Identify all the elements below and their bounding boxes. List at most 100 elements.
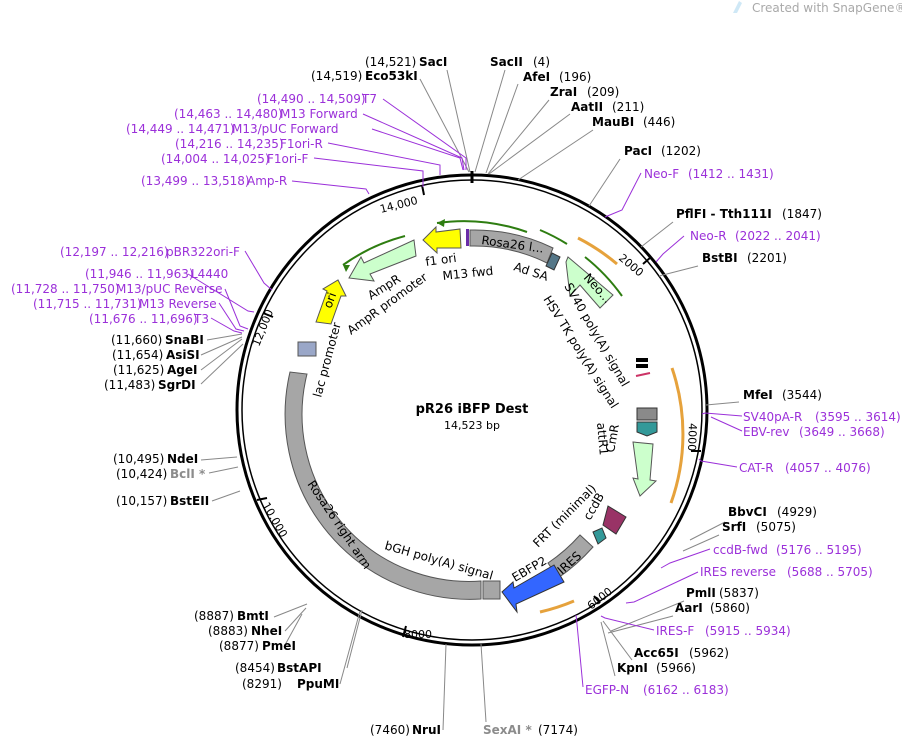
primer-l4440[interactable]: L4440: [191, 267, 228, 281]
enzyme-pmli-pos: (5837): [719, 586, 759, 600]
primer-t7-pos: (14,490 .. 14,509): [257, 92, 366, 106]
feature-neo[interactable]: [565, 256, 614, 309]
enzyme-agei[interactable]: AgeI: [167, 363, 197, 377]
label-ori: ori: [321, 291, 339, 310]
orf-arc-1: [577, 236, 618, 266]
arc-neo: [584, 256, 623, 297]
enzyme-asisi[interactable]: AsiSI: [166, 348, 200, 362]
primer-iresf[interactable]: IRES-F: [656, 624, 694, 638]
feature-polya-mark-2: [636, 364, 648, 368]
enzyme-saci-pos: (14,521): [365, 55, 416, 69]
primer-f1orif[interactable]: F1ori-F: [267, 152, 308, 166]
enzyme-snabi[interactable]: SnaBI: [165, 333, 204, 347]
feature-ccdb[interactable]: [602, 505, 627, 535]
plasmid-length: 14,523 bp: [444, 419, 500, 432]
label-rosa26-left: Rosa26 l...: [481, 233, 545, 256]
enzyme-bcli[interactable]: BclI *: [170, 467, 206, 481]
feature-ampr[interactable]: [348, 239, 417, 282]
plasmid-name: pR26 iBFP Dest: [416, 402, 529, 417]
enzyme-acc65i[interactable]: Acc65I: [634, 646, 679, 660]
enzyme-bmti[interactable]: BmtI: [237, 609, 269, 623]
arc-ampr-outer: [342, 235, 406, 266]
enzyme-srfi[interactable]: SrfI: [722, 520, 746, 534]
primer-m13fwd[interactable]: M13 Forward: [280, 107, 358, 121]
enzyme-sgrdi[interactable]: SgrDI: [158, 378, 196, 392]
primer-ebvrev[interactable]: EBV-rev: [743, 425, 789, 439]
primer-catr[interactable]: CAT-R: [739, 461, 774, 475]
feature-ori[interactable]: [315, 279, 347, 325]
enzyme-snabi-pos: (11,660): [111, 333, 162, 347]
feature-ebfp2[interactable]: [501, 564, 565, 614]
primer-ampr[interactable]: Amp-R: [247, 174, 287, 188]
watermark: Created with SnapGene®: [733, 1, 902, 15]
primer-neor-pos: (2022 .. 2041): [735, 229, 821, 243]
feature-bgh[interactable]: [482, 580, 501, 600]
primer-leads: [187, 98, 743, 688]
enzyme-nrui[interactable]: NruI: [412, 723, 441, 737]
enzyme-kpni-pos: (5966): [656, 661, 696, 675]
enzyme-afei-pos: (196): [559, 70, 591, 84]
feature-ad-sa[interactable]: [545, 252, 561, 271]
primer-egfpn[interactable]: EGFP-N: [585, 683, 629, 697]
primer-t3[interactable]: T3: [193, 312, 209, 326]
enzyme-bstapi[interactable]: BstAPI: [277, 661, 322, 675]
feature-lac-promoter[interactable]: [297, 341, 317, 357]
enzyme-nhei-pos: (8883): [208, 624, 248, 638]
primer-f1orir[interactable]: F1ori-R: [280, 137, 323, 151]
primer-pbr322-pos: (12,197 .. 12,216): [60, 245, 169, 259]
primer-neof[interactable]: Neo-F: [644, 167, 679, 181]
enzyme-pflfi-pos: (1847): [782, 207, 822, 221]
enzyme-bbvci[interactable]: BbvCI: [728, 505, 767, 519]
feature-f1-ori[interactable]: [422, 225, 462, 255]
primer-iresrev[interactable]: IRES reverse: [700, 565, 776, 579]
enzyme-zrai[interactable]: ZraI: [550, 85, 577, 99]
enzyme-mfei[interactable]: MfeI: [743, 388, 773, 402]
label-ad-sa: Ad SA: [512, 260, 551, 285]
primer-ccdbfwd[interactable]: ccdB-fwd: [713, 543, 768, 557]
orf-arc-3: [539, 599, 575, 614]
feature-cmr[interactable]: [632, 441, 658, 497]
enzyme-srfi-pos: (5075): [756, 520, 796, 534]
enzyme-bbvci-pos: (4929): [777, 505, 817, 519]
enzyme-pmei[interactable]: PmeI: [262, 639, 296, 653]
primer-t7[interactable]: T7: [361, 92, 377, 106]
feature-polya-mark-1: [636, 358, 648, 362]
primer-m13fwd-pos: (14,463 .. 14,480): [174, 107, 283, 121]
primer-t3-pos: (11,676 .. 11,696): [89, 312, 198, 326]
tick-6000: [593, 595, 601, 604]
primer-m13rev[interactable]: M13 Reverse: [139, 297, 217, 311]
enzyme-maubi[interactable]: MauBI: [592, 115, 634, 129]
primer-sv40par[interactable]: SV40pA-R: [743, 410, 802, 424]
enzyme-bcli-pos: (10,424): [116, 467, 167, 481]
enzyme-bstbi-pos: (2201): [747, 251, 787, 265]
enzyme-agei-pos: (11,625): [113, 363, 164, 377]
enzyme-kpni[interactable]: KpnI: [617, 661, 648, 675]
feature-frt[interactable]: [592, 527, 607, 545]
enzyme-bsteii[interactable]: BstEII: [170, 494, 209, 508]
primer-ampr-pos: (13,499 .. 13,518): [141, 174, 250, 188]
enzyme-aatii[interactable]: AatII: [571, 100, 603, 114]
enzyme-pmli[interactable]: PmlI: [686, 586, 716, 600]
enzyme-sacii[interactable]: SacII: [490, 55, 523, 69]
enzyme-paci[interactable]: PacI: [624, 144, 652, 158]
enzyme-eco53ki[interactable]: Eco53kI: [365, 69, 418, 83]
orf-arcs: [539, 236, 685, 614]
enzyme-pflfi[interactable]: PflFI - Tth111I: [676, 207, 772, 221]
label-m13-fwd: M13 fwd: [442, 264, 494, 283]
enzyme-aari[interactable]: AarI: [675, 601, 703, 615]
enzyme-nrui-pos: (7460): [370, 723, 410, 737]
feature-rosa26-right-arm[interactable]: [284, 371, 482, 600]
enzyme-afei[interactable]: AfeI: [523, 70, 550, 84]
enzyme-sexai[interactable]: SexAI *: [483, 723, 532, 737]
enzyme-ppumi[interactable]: PpuMI: [297, 677, 339, 691]
primer-pbr322[interactable]: pBR322ori-F: [166, 245, 240, 259]
feature-attr1[interactable]: [636, 407, 658, 421]
enzyme-saci[interactable]: SacI: [419, 55, 447, 69]
primer-m13pucrev[interactable]: M13/pUC Reverse: [116, 282, 223, 296]
label-attr1: attR1: [594, 422, 611, 456]
primer-neor[interactable]: Neo-R: [690, 229, 727, 243]
enzyme-nhei[interactable]: NheI: [251, 624, 282, 638]
enzyme-bstbi[interactable]: BstBI: [702, 251, 738, 265]
primer-m13puc[interactable]: M13/pUC Forward: [232, 122, 339, 136]
enzyme-ndei[interactable]: NdeI: [167, 452, 198, 466]
